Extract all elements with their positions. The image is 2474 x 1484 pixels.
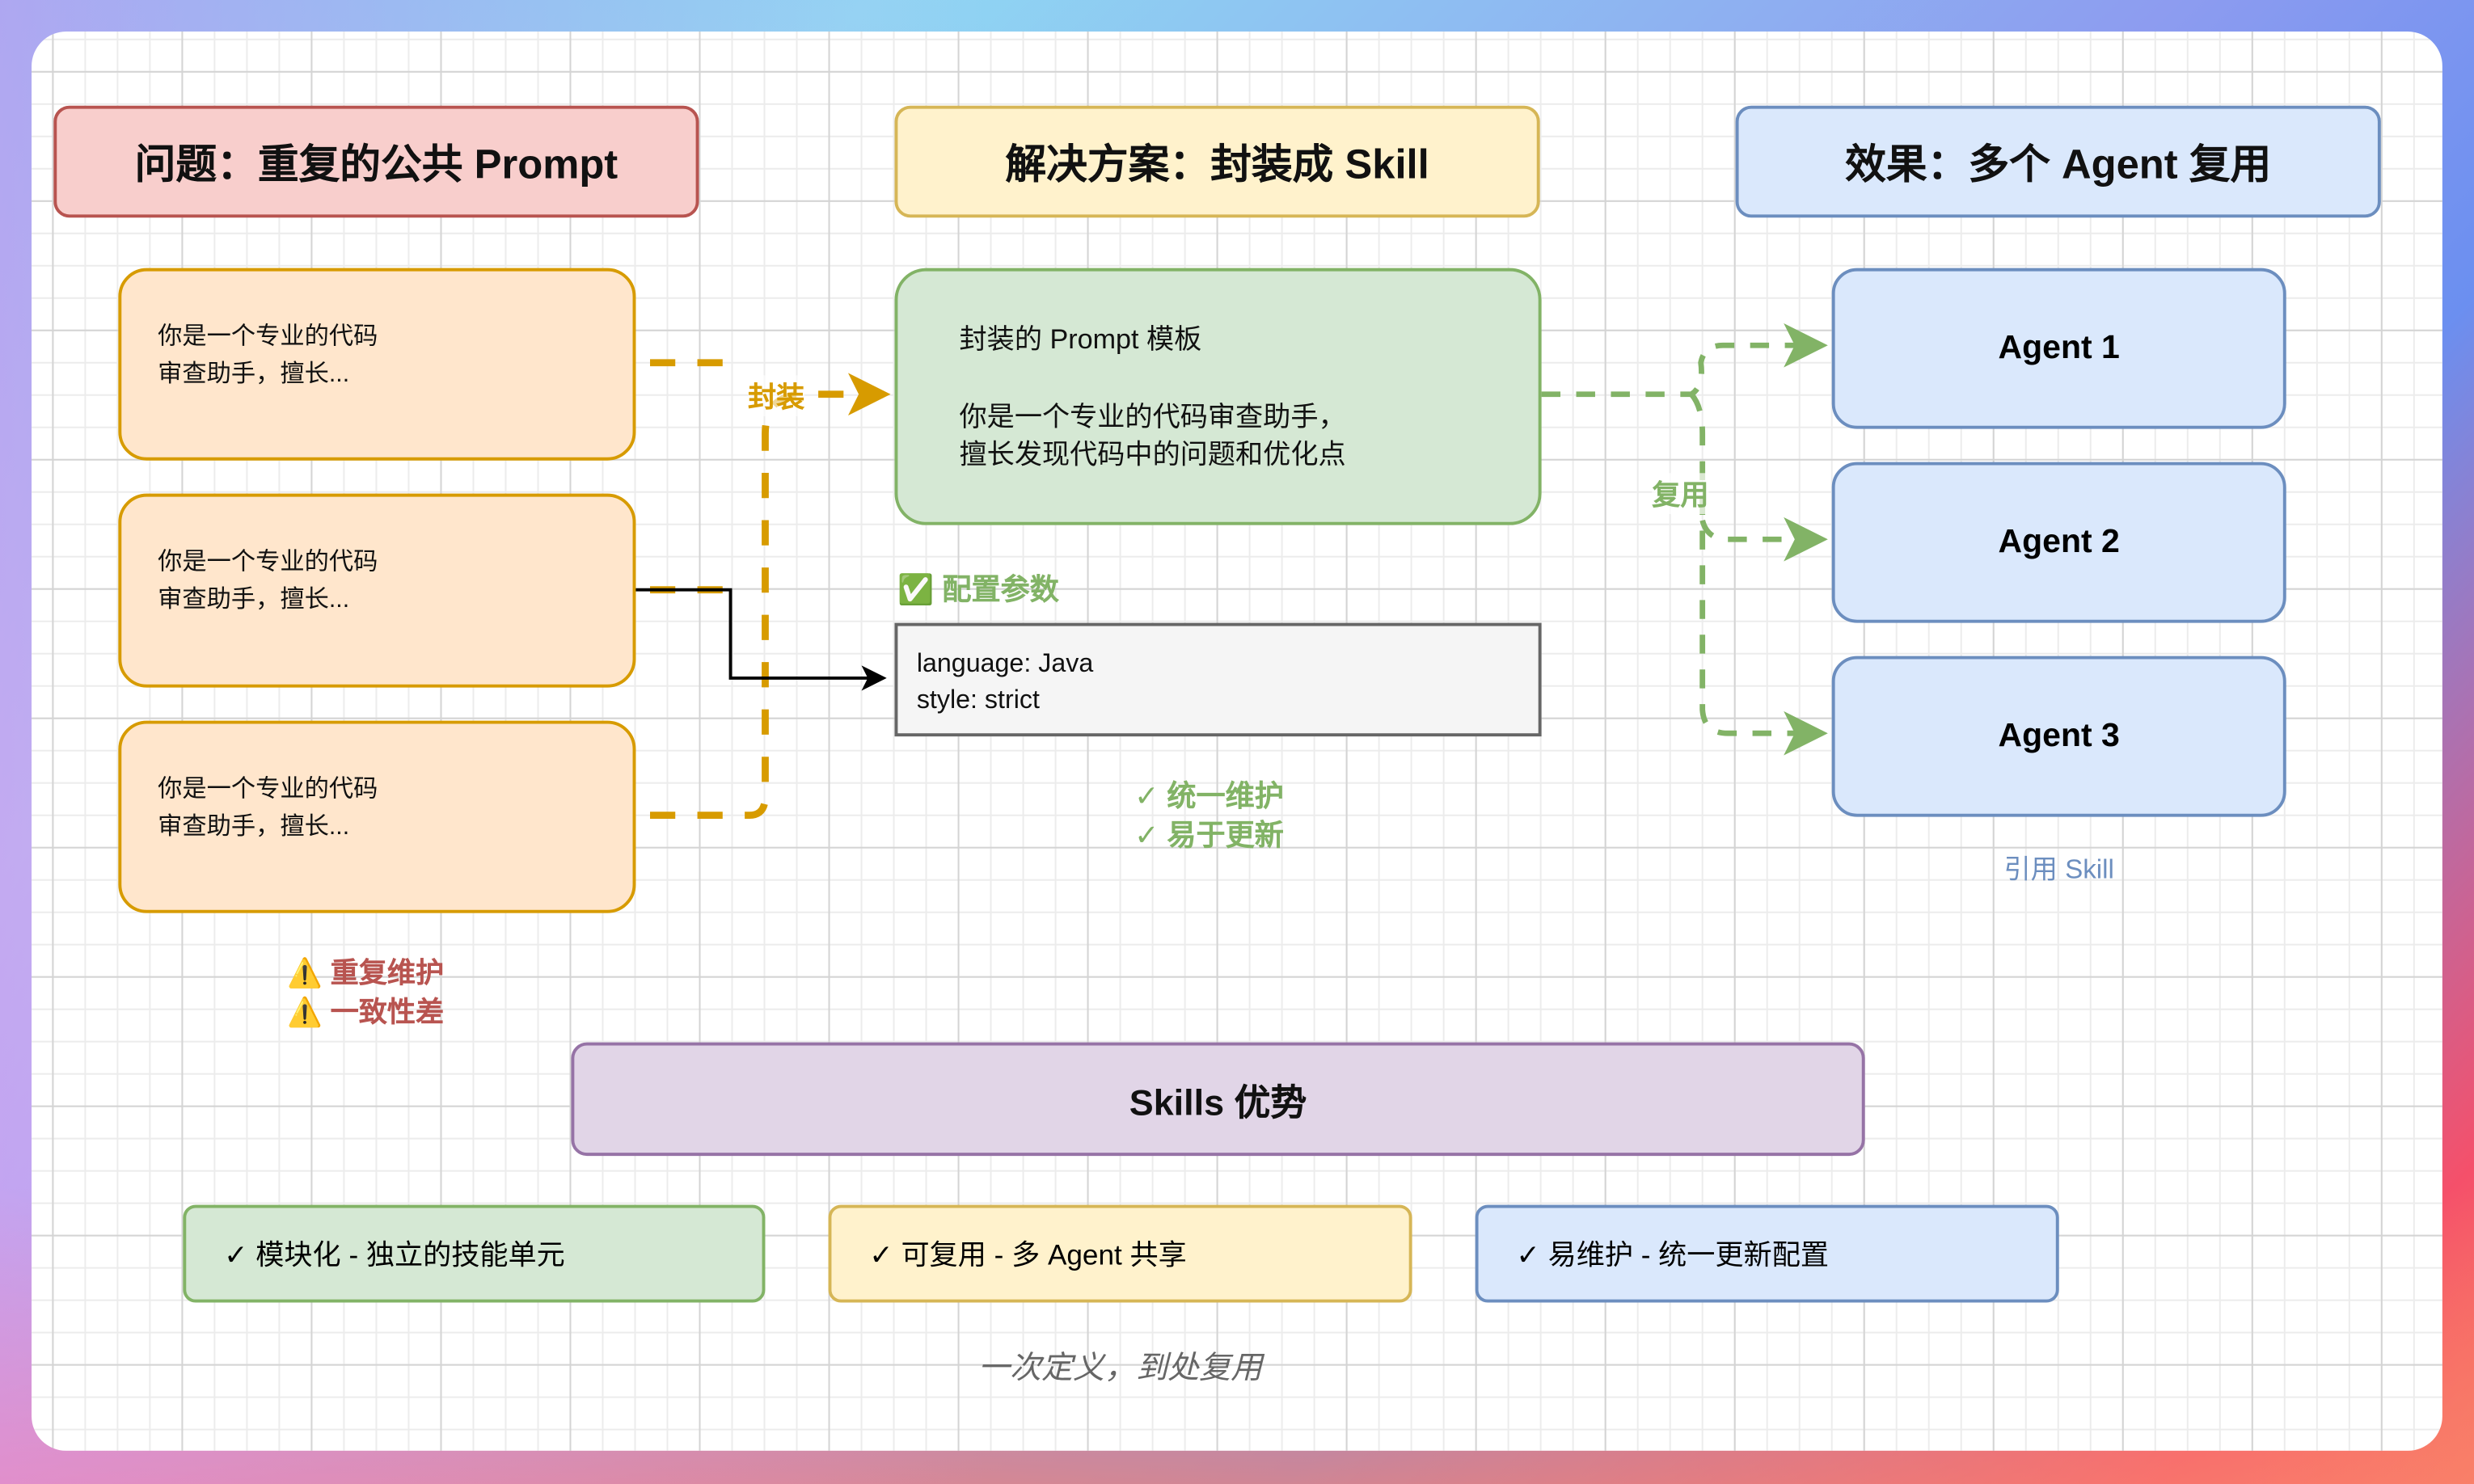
config-line: style: strict bbox=[916, 685, 1040, 715]
problem-header-text: 问题：重复的公共 Prompt bbox=[134, 140, 618, 188]
agent-label: Agent 1 bbox=[1998, 329, 2120, 366]
agent-1: Agent 1 bbox=[1831, 268, 2286, 429]
agent-3: Agent 3 bbox=[1831, 656, 2286, 817]
prompt-line: 审查助手，擅长... bbox=[158, 813, 350, 841]
advantages-header: Skills 优势 bbox=[571, 1042, 1865, 1157]
reuse-label: 复用 bbox=[1652, 473, 1709, 515]
encapsulate-connector-3 bbox=[650, 373, 891, 820]
solution-header-text: 解决方案：封装成 Skill bbox=[1005, 140, 1429, 188]
encapsulate-label: 封装 bbox=[748, 375, 805, 417]
warning-item: ⚠️ 重复维护 bbox=[287, 957, 445, 989]
prompt-box-2: 你是一个专业的代码审查助手，擅长... bbox=[118, 493, 636, 688]
effect-header: 效果：多个 Agent 复用 bbox=[1735, 105, 2381, 218]
agent-label: Agent 3 bbox=[1998, 717, 2120, 754]
prompt-box-3: 你是一个专业的代码审查助手，擅长... bbox=[118, 720, 636, 913]
advantage-text: ✓ 易维护 - 统一更新配置 bbox=[1516, 1239, 1829, 1271]
advantage-text: ✓ 可复用 - 多 Agent 共享 bbox=[869, 1239, 1187, 1271]
config-line: language: Java bbox=[916, 649, 1094, 678]
prompt-template-box: 封装的 Prompt 模板 你是一个专业的代码审查助手， 擅长发现代码中的问题和… bbox=[894, 268, 1542, 525]
advantage-modular: ✓ 模块化 - 独立的技能单元 bbox=[183, 1204, 766, 1303]
benefit-item: ✓ 易于更新 bbox=[1134, 818, 1284, 852]
warnings: ⚠️ 重复维护 ⚠️ 一致性差 bbox=[287, 954, 444, 1033]
template-line: 你是一个专业的代码审查助手， bbox=[959, 400, 1346, 432]
prompt-box-1: 你是一个专业的代码审查助手，擅长... bbox=[118, 268, 636, 461]
solution-header: 解决方案：封装成 Skill bbox=[894, 105, 1540, 218]
problem-header: 问题：重复的公共 Prompt bbox=[53, 105, 699, 218]
benefits: ✓ 统一维护 ✓ 易于更新 bbox=[1134, 776, 1284, 855]
advantages-title: Skills 优势 bbox=[1129, 1081, 1307, 1124]
template-title: 封装的 Prompt 模板 bbox=[959, 323, 1202, 355]
effect-header-text: 效果：多个 Agent 复用 bbox=[1845, 140, 2272, 188]
prompt-line: 审查助手，擅长... bbox=[158, 360, 350, 388]
advantage-text: ✓ 模块化 - 独立的技能单元 bbox=[224, 1239, 565, 1271]
prompt-line: 你是一个专业的代码 bbox=[158, 548, 378, 576]
advantage-reusable: ✓ 可复用 - 多 Agent 共享 bbox=[828, 1204, 1412, 1303]
prompt-line: 你是一个专业的代码 bbox=[158, 323, 378, 351]
prompt-line: 你是一个专业的代码 bbox=[158, 775, 378, 803]
agent-label: Agent 2 bbox=[1998, 523, 2120, 560]
agent-2: Agent 2 bbox=[1831, 462, 2286, 623]
prompt-line: 审查助手，擅长... bbox=[158, 586, 350, 613]
config-box: language: Java style: strict bbox=[894, 622, 1542, 737]
reuse-connector-1 bbox=[1541, 323, 1828, 398]
warning-item: ⚠️ 一致性差 bbox=[287, 997, 445, 1029]
reuse-connector-3 bbox=[1689, 392, 1828, 756]
advantage-maintainable: ✓ 易维护 - 统一更新配置 bbox=[1475, 1204, 2059, 1303]
config-label: ✅ 配置参数 bbox=[897, 572, 1059, 606]
config-connector bbox=[571, 588, 887, 691]
benefit-item: ✓ 统一维护 bbox=[1134, 778, 1284, 812]
tagline: 一次定义，到处复用 bbox=[977, 1351, 1263, 1386]
reuse-connector-2 bbox=[1699, 516, 1828, 562]
agents-caption: 引用 Skill bbox=[2003, 854, 2114, 885]
template-line: 擅长发现代码中的问题和优化点 bbox=[959, 438, 1346, 470]
